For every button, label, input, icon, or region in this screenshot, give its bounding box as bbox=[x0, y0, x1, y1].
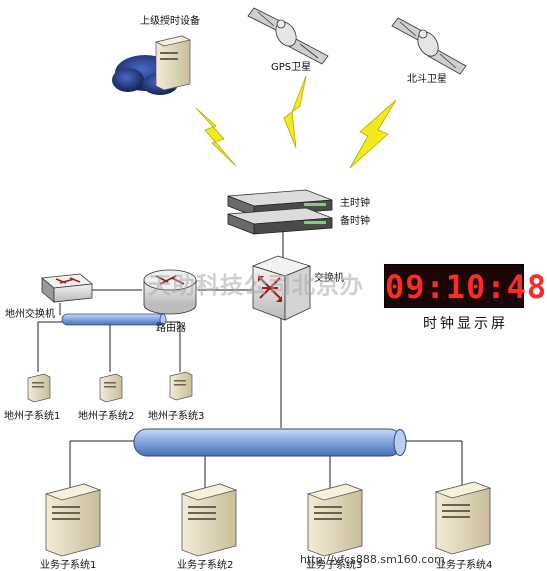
main-bus bbox=[133, 428, 407, 457]
lightning-bolt-icons bbox=[195, 75, 397, 169]
core-switch-label: 交换机 bbox=[314, 273, 344, 284]
local-sub3-label: 地州子系统3 bbox=[148, 411, 205, 422]
biz-sub3-label: 业务子系统3 bbox=[306, 560, 363, 571]
beidou-satellite-icon bbox=[391, 17, 467, 75]
backup-clock-icon bbox=[227, 207, 333, 235]
biz-sub1-server-icon bbox=[44, 483, 102, 557]
lightning-bolt-icon bbox=[283, 75, 307, 149]
local-switch-icon bbox=[41, 273, 93, 303]
upper-server-icon bbox=[112, 35, 192, 95]
clock-display-caption: 时钟显示屏 bbox=[423, 316, 508, 332]
watermark-company: 天助科技公司北京办 bbox=[148, 273, 364, 299]
beidou-satellite-label: 北斗卫星 bbox=[407, 74, 447, 85]
local-sub1-server-icon bbox=[27, 373, 51, 403]
upper-server-label: 上级授时设备 bbox=[140, 16, 200, 27]
network-diagram bbox=[27, 7, 492, 557]
biz-sub4-label: 业务子系统4 bbox=[436, 560, 493, 571]
biz-sub2-label: 业务子系统2 bbox=[177, 560, 234, 571]
biz-sub1-label: 业务子系统1 bbox=[40, 560, 97, 571]
lightning-bolt-icon bbox=[349, 99, 397, 169]
local-sub1-label: 地州子系统1 bbox=[4, 411, 61, 422]
clock-display-time: 09:10:48 bbox=[385, 268, 547, 306]
gps-satellite-label: GPS卫星 bbox=[271, 62, 312, 73]
local-sub2-server-icon bbox=[99, 373, 123, 403]
core-switch-icon bbox=[251, 255, 312, 321]
biz-sub2-server-icon bbox=[180, 483, 238, 557]
local-sub2-label: 地州子系统2 bbox=[78, 411, 135, 422]
local-sub3-server-icon bbox=[169, 371, 193, 401]
biz-sub3-server-icon bbox=[306, 483, 364, 557]
master-clock-label: 主时钟 bbox=[340, 198, 370, 209]
local-bus bbox=[61, 313, 167, 326]
router-label: 路由器 bbox=[156, 323, 186, 334]
biz-sub4-server-icon bbox=[434, 481, 492, 555]
gps-satellite-icon bbox=[247, 7, 329, 65]
clock-display-panel: 09:10:48 bbox=[384, 264, 547, 308]
local-switch-label: 地州交换机 bbox=[5, 309, 55, 320]
router-icon bbox=[143, 269, 197, 315]
watermark-url: http://yfcs888.sm160.com bbox=[300, 553, 445, 566]
backup-clock-label: 备时钟 bbox=[340, 216, 370, 227]
lightning-bolt-icon bbox=[195, 107, 237, 167]
